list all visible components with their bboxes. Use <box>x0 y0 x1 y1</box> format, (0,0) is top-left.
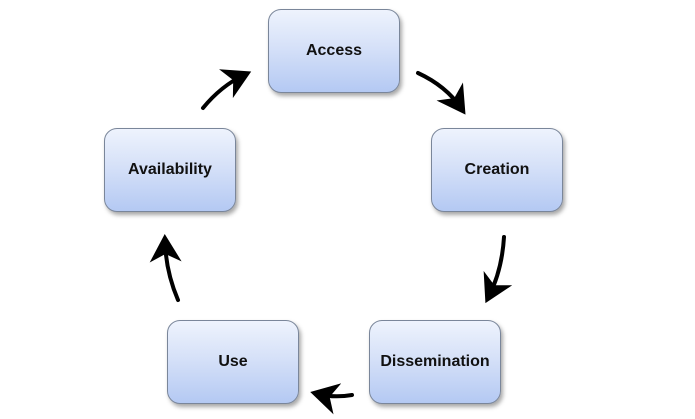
node-access-label: Access <box>305 42 363 59</box>
arrow-creation-to-dissemination <box>483 235 513 304</box>
node-dissemination-label: Dissemination <box>380 353 490 370</box>
arrow-access-to-creation <box>416 71 466 115</box>
node-use-label: Use <box>218 353 248 370</box>
node-creation-label: Creation <box>464 161 530 178</box>
node-use: Use <box>167 320 299 404</box>
arrow-availability-to-access <box>201 69 252 110</box>
arrow-dissemination-to-use <box>310 383 354 415</box>
node-availability-label: Availability <box>128 161 212 178</box>
node-availability: Availability <box>104 128 236 212</box>
node-access: Access <box>268 9 400 93</box>
node-dissemination: Dissemination <box>369 320 501 404</box>
node-creation: Creation <box>431 128 563 212</box>
arrow-use-to-availability <box>149 234 182 302</box>
